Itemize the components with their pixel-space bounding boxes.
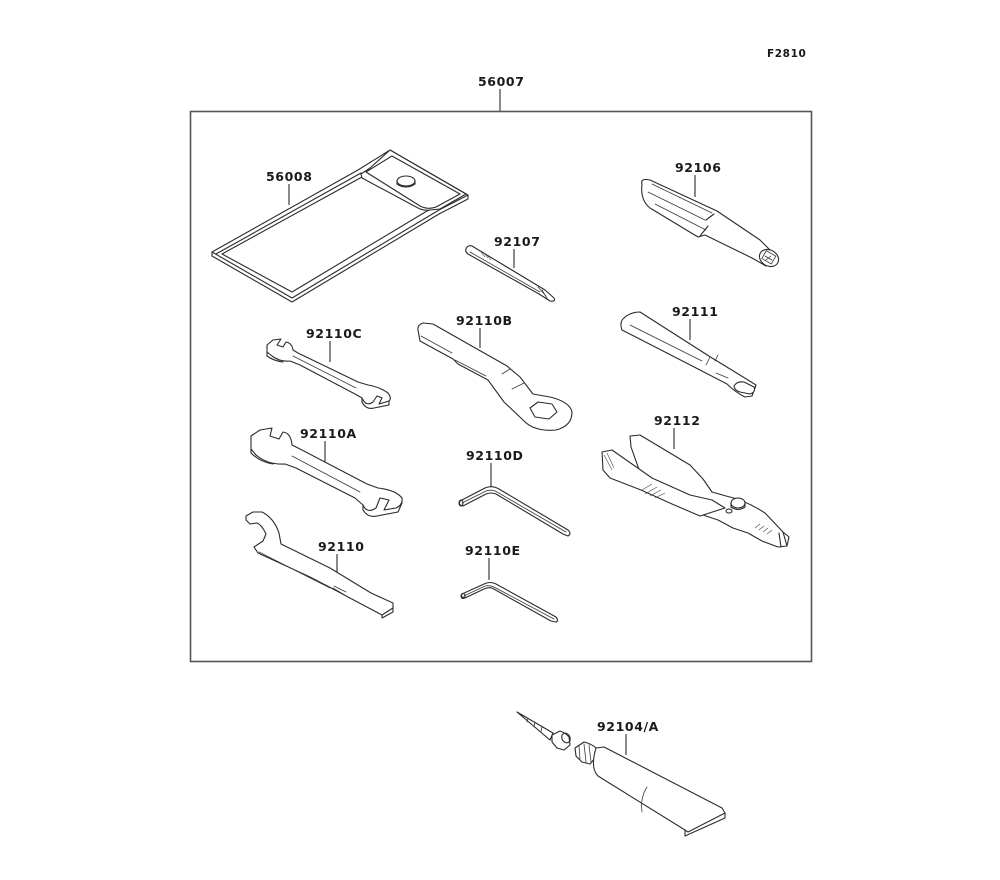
tool-pouch-icon (211, 149, 469, 303)
part-label: 92104/A (597, 719, 659, 734)
part-92106[interactable]: 92106 (641, 160, 782, 270)
part-92112[interactable]: 92112 (601, 413, 790, 548)
screwdriver-handle-icon (641, 178, 780, 268)
sealant-tube-icon (516, 711, 726, 837)
part-56008[interactable]: 56008 (211, 149, 469, 303)
hook-spanner-icon (245, 511, 394, 619)
part-label: 92112 (654, 413, 701, 428)
part-label: 92110 (318, 539, 365, 554)
group-label: 56007 (478, 74, 525, 89)
part-label: 92110D (466, 448, 523, 463)
part-92110E[interactable]: 92110E (460, 543, 559, 623)
part-92111[interactable]: 92111 (620, 304, 757, 398)
hex-key-large-icon (458, 486, 571, 537)
open-end-wrench-icon (250, 427, 403, 517)
part-92110B[interactable]: 92110B (417, 313, 573, 431)
part-label: 92110B (456, 313, 513, 328)
extension-bar-icon (620, 311, 757, 398)
screwdriver-bit-icon (465, 245, 556, 302)
part-92110[interactable]: 92110 (245, 511, 394, 619)
part-label: 92111 (672, 304, 719, 319)
pliers-icon (601, 434, 790, 548)
part-label: 92106 (675, 160, 722, 175)
part-92104-A[interactable]: 92104/A (516, 711, 726, 837)
box-wrench-icon (417, 322, 573, 431)
part-label: 92110A (300, 426, 357, 441)
small-open-end-wrench-icon (266, 338, 391, 409)
hex-key-small-icon (460, 581, 559, 623)
part-label: 92110C (306, 326, 362, 341)
part-label: 56008 (266, 169, 313, 184)
group-frame (189, 110, 813, 663)
part-92110D[interactable]: 92110D (458, 448, 571, 537)
part-92110A[interactable]: 92110A (250, 426, 403, 517)
figure-code: F2810 (767, 48, 806, 60)
group-56007: 56007 (189, 74, 813, 663)
part-92110C[interactable]: 92110C (266, 326, 391, 409)
part-label: 92110E (465, 543, 521, 558)
part-92107[interactable]: 92107 (465, 234, 556, 302)
part-label: 92107 (494, 234, 541, 249)
